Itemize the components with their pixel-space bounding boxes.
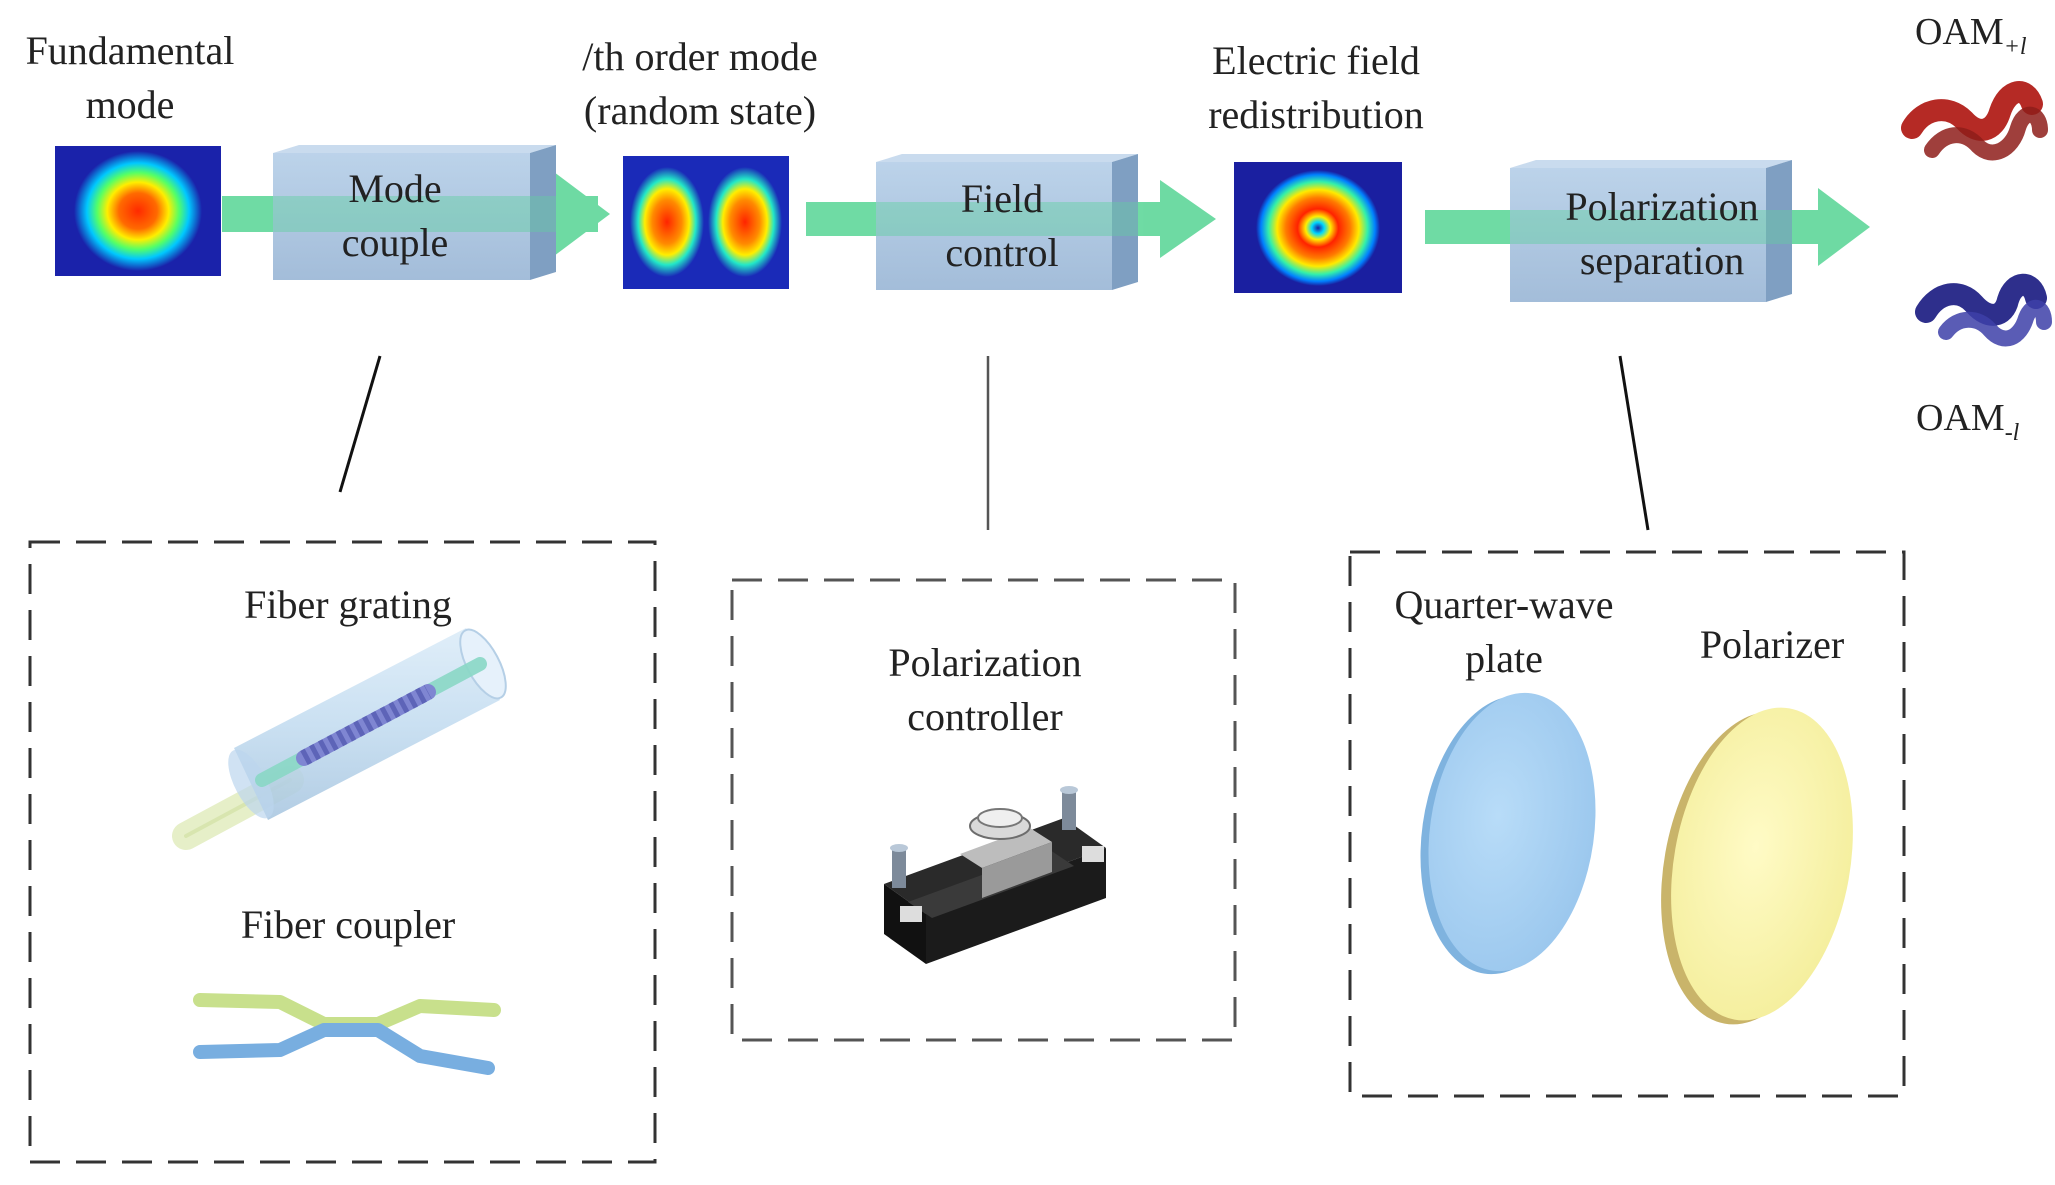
- field-control-block: [876, 154, 1138, 290]
- oam-minus-base: OAM: [1916, 397, 2005, 439]
- polarizer-label: Polarizer: [1700, 622, 1844, 667]
- label-fundamental-line1: Fundamental: [26, 28, 235, 73]
- detail-box-polarization-separation: [1348, 550, 1906, 1098]
- polarization-controller-line2: controller: [907, 694, 1063, 739]
- mode-couple-line1: Mode: [348, 166, 441, 211]
- polarizer-image: [1661, 707, 1853, 1025]
- fundamental-mode-image: [55, 146, 221, 276]
- quarter-wave-plate-image: [1420, 692, 1596, 975]
- field-control-line1: Field: [961, 176, 1043, 221]
- polarization-controller-image: [884, 786, 1106, 964]
- detail-box-mode-couple: [28, 540, 657, 1164]
- connector-mode-couple: [338, 355, 382, 493]
- oam-plus-helix: [1901, 81, 2048, 161]
- label-electric-field-line1: Electric field: [1212, 38, 1420, 83]
- oam-plus-base: OAM: [1915, 11, 2004, 53]
- label-fundamental-line2: mode: [86, 82, 175, 127]
- detail-box-field-control: [730, 578, 1237, 1042]
- polarization-separation-line1: Polarization: [1565, 184, 1758, 229]
- fiber-coupler-image: [193, 993, 501, 1075]
- oam-minus-helix: [1915, 273, 2052, 347]
- label-electric-field-line2: redistribution: [1208, 92, 1424, 137]
- polarization-controller-line1: Polarization: [888, 640, 1081, 685]
- fiber-grating-image: [172, 628, 507, 850]
- mode-couple-line2: couple: [342, 220, 449, 265]
- fiber-grating-label: Fiber grating: [244, 582, 452, 627]
- field-control-line2: control: [945, 230, 1058, 275]
- quarter-wave-plate-line2: plate: [1465, 636, 1543, 681]
- fiber-coupler-label: Fiber coupler: [241, 902, 455, 947]
- mode-couple-block: [273, 145, 556, 280]
- polarization-separation-line2: separation: [1580, 238, 1744, 283]
- oam-plus-sub: +l: [2004, 34, 2027, 60]
- lth-order-mode-image: [623, 156, 789, 289]
- electric-field-redistribution-image: [1234, 162, 1402, 293]
- oam-minus-label: OAM-l: [1916, 397, 2020, 446]
- label-lth-mode-line1: /th order mode: [582, 34, 818, 79]
- quarter-wave-plate-line1: Quarter-wave: [1394, 582, 1613, 627]
- polarization-separation-block: [1510, 160, 1792, 302]
- oam-minus-sub: -l: [2005, 420, 2020, 446]
- label-lth-mode-line2: (random state): [584, 88, 816, 133]
- connector-polarization-separation: [1618, 355, 1650, 531]
- oam-plus-label: OAM+l: [1915, 11, 2027, 60]
